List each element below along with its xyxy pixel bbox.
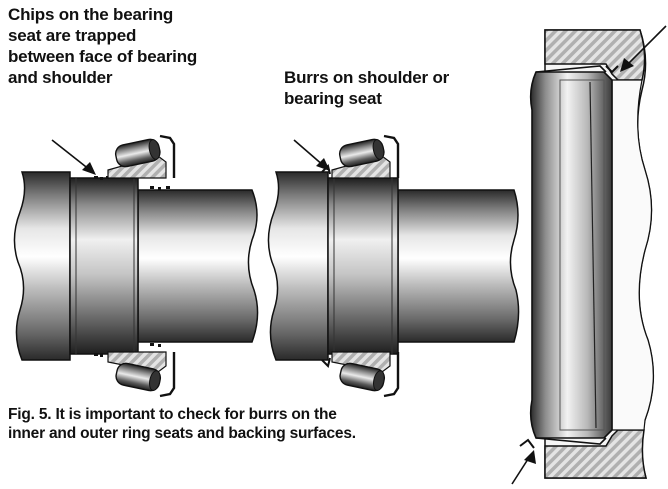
burr-mark-top — [321, 164, 331, 175]
housing-burr-bottom — [519, 438, 535, 449]
arrow-housing-top — [625, 25, 667, 67]
figure-caption: Fig. 5. It is important to check for bur… — [8, 405, 356, 443]
arrow-burrs — [293, 139, 325, 167]
callout-chips-label: Chips on the bearing seat are trapped be… — [8, 4, 197, 88]
tapered-roller-bearing-bottom — [106, 350, 176, 398]
burr-mark-bottom — [321, 357, 331, 368]
callout-chips-line: Chips on the bearing — [8, 5, 174, 24]
callout-burrs-line: bearing seat — [284, 89, 382, 108]
tapered-roller-bearing-top — [106, 134, 176, 180]
housing-burr-top — [605, 65, 619, 74]
caption-line: inner and outer ring seats and backing s… — [8, 425, 356, 442]
tapered-roller-bearing-bottom-2 — [330, 350, 400, 398]
callout-chips-line: seat are trapped — [8, 26, 137, 45]
caption-line: Fig. 5. It is important to check for bur… — [8, 406, 337, 423]
tapered-roller-bearing-top-2 — [330, 134, 400, 180]
chip-debris-bottom — [94, 343, 161, 357]
left-shaft-assembly — [13, 134, 259, 398]
arrow-chips — [51, 139, 91, 171]
middle-shaft-assembly — [267, 134, 520, 398]
housing-and-cup — [511, 25, 667, 485]
callout-burrs-label: Burrs on shoulder or bearing seat — [284, 67, 449, 109]
callout-chips-line: and shoulder — [8, 68, 113, 87]
callout-burrs-line: Burrs on shoulder or — [284, 68, 450, 87]
callout-chips-line: between face of bearing — [8, 47, 198, 66]
